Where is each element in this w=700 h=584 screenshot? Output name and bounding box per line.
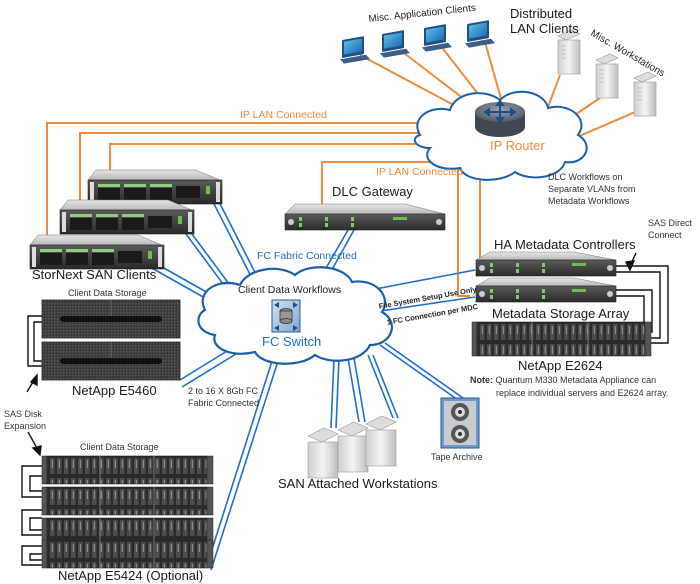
rack-server-icon (59, 199, 195, 235)
tower-workstation-icon (307, 427, 339, 479)
fc-switch-cloud (197, 266, 393, 365)
disk-shelf-icon (41, 299, 181, 339)
dlc-workflows-note-1: DLC Workflows on (548, 172, 623, 182)
callout-arrows (26, 252, 637, 457)
disk-shelf-icon (41, 341, 181, 381)
tower-workstation-icon (365, 415, 397, 467)
tower-workstation-icon (557, 29, 581, 75)
fc-fabric-connected-label: FC Fabric Connected (257, 250, 357, 262)
tape-archive-icon (440, 397, 480, 449)
client-data-workflows-label: Client Data Workflows (238, 284, 342, 296)
netapp-e5424 (41, 455, 214, 569)
client-data-storage-label-1: Client Data Storage (68, 288, 147, 298)
mdc-server-lower (475, 277, 617, 303)
metadata-note-line-1: Note: Quantum M330 Metadata Appliance ca… (470, 375, 656, 385)
fc-switch-icon (271, 299, 301, 333)
ip-lan-connected-label-mid: IP LAN Connected (376, 166, 463, 178)
fc-switch-label: FC Switch (262, 334, 322, 349)
sas-disk-expansion-label-1: SAS Disk (4, 409, 43, 419)
dlc-gateway-label: DLC Gateway (332, 184, 413, 199)
laptop-icon (422, 24, 452, 52)
laptop-icon (340, 36, 370, 64)
stornext-san-clients-label: StorNext SAN Clients (32, 267, 157, 282)
netapp-e5460 (41, 299, 181, 381)
router-icon (475, 99, 525, 137)
note-prefix: Note: (470, 375, 493, 385)
note-text-1: Quantum M330 Metadata Appliance can (495, 375, 657, 385)
netapp-e5460-label: NetApp E5460 (72, 383, 157, 398)
dlc-workflows-note-3: Metadata Workflows (548, 196, 630, 206)
sas-disk-expansion-label-2: Expansion (4, 421, 47, 431)
rack-server-icon (29, 234, 165, 270)
distributed-lan-clients-label-1: Distributed (510, 6, 573, 21)
metadata-note-line-2: replace individual servers and E2624 arr… (496, 388, 669, 398)
ip-router-label: IP Router (490, 138, 545, 153)
netapp-e5424-label: NetApp E5424 (Optional) (58, 568, 204, 583)
mdc-server-upper (475, 251, 617, 277)
misc-application-clients (340, 20, 495, 64)
ip-router-cloud (413, 90, 588, 181)
disk-array-icon (41, 539, 214, 569)
misc-workstations (557, 29, 657, 117)
lan-connections (46, 41, 641, 297)
fc-2-to-16-label-1: 2 to 16 X 8Gb FC (188, 386, 259, 396)
laptop-icon (465, 20, 495, 48)
distributed-lan-clients-label-2: LAN Clients (510, 21, 579, 36)
client-data-storage-label-2: Client Data Storage (80, 442, 159, 452)
netapp-e2624-label: NetApp E2624 (518, 358, 603, 373)
laptop-icon (380, 30, 410, 58)
tower-workstation-icon (337, 421, 369, 473)
tape-archive-label: Tape Archive (431, 452, 483, 462)
stornext-san-clients (29, 169, 223, 270)
fc-2-to-16-label-2: Fabric Connected (188, 398, 260, 408)
disk-array-icon (41, 455, 214, 485)
rack-server-icon (87, 169, 223, 205)
metadata-storage-array-label: Metadata Storage Array (492, 306, 630, 321)
ip-lan-connected-label-top: IP LAN Connected (240, 109, 327, 121)
ha-metadata-controllers-label: HA Metadata Controllers (494, 237, 636, 252)
san-attached-workstations (307, 415, 397, 479)
sas-direct-connect-label-2: Connect (648, 230, 682, 240)
san-attached-workstations-label: SAN Attached Workstations (278, 476, 438, 491)
dlc-workflows-note-2: Separate VLANs from (548, 184, 636, 194)
metadata-storage-array-icon (471, 321, 652, 357)
dlc-gateway-server (284, 203, 446, 231)
disk-array-icon (41, 486, 214, 516)
tower-workstation-icon (595, 53, 619, 99)
sas-direct-connect-label-1: SAS Direct (648, 218, 693, 228)
tower-workstation-icon (633, 71, 657, 117)
